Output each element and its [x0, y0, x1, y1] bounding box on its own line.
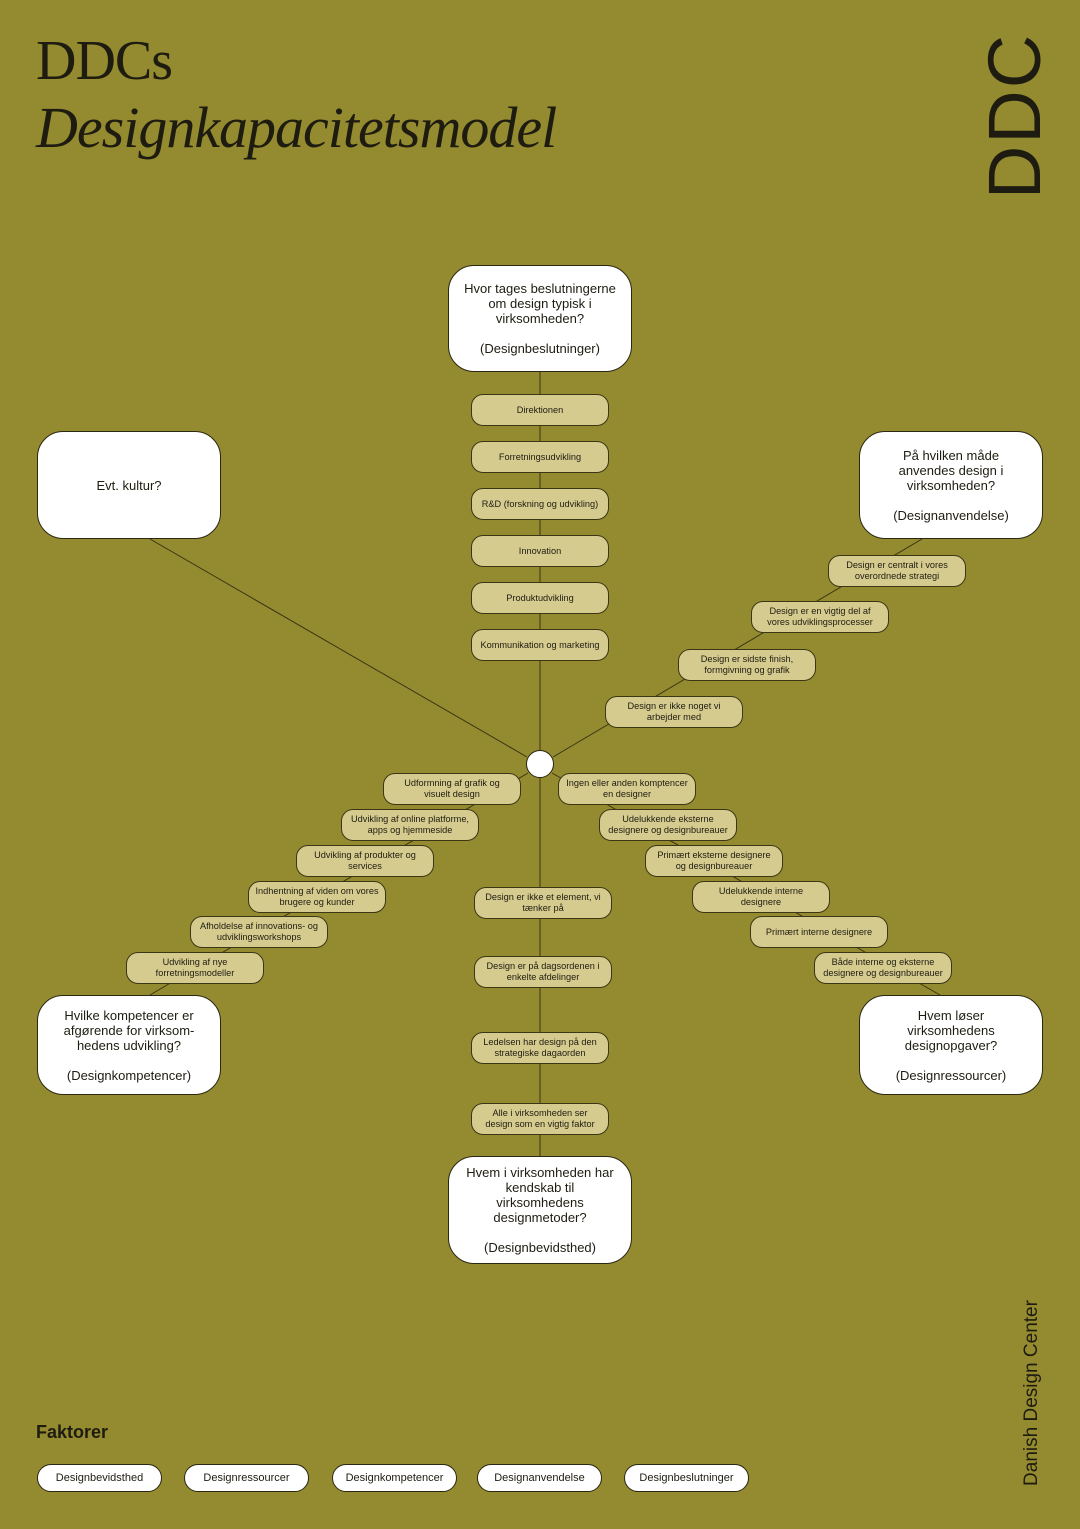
question-text: På hvilken måde anvendes design i virkso…: [898, 447, 1004, 493]
factor-tag: Designanvendelse: [477, 1464, 602, 1492]
level-pill: Ledelsen har design på den strategiske d…: [471, 1032, 609, 1064]
level-pill: Design er centralt i vores overordnede s…: [828, 555, 966, 587]
factor-tag: Designbevidsthed: [37, 1464, 162, 1492]
level-pill: Udelukkende eksterne designere og design…: [599, 809, 737, 841]
question-designkompetencer: Hvilke kompetencer er afgørende for virk…: [37, 995, 221, 1095]
title-line-1: DDCs: [36, 30, 173, 92]
level-pill: Udvikling af produkter og services: [296, 845, 434, 877]
question-designressourcer: Hvem løser virksomhedens designopgaver? …: [859, 995, 1043, 1095]
question-designbevidsthed: Hvem i virksomheden har kendskab til vir…: [448, 1156, 632, 1264]
level-pill: Kommunikation og marketing: [471, 629, 609, 661]
question-text: Hvor tages beslutningerne om design typi…: [464, 281, 616, 326]
level-pill: Både interne og eksterne designere og de…: [814, 952, 952, 984]
question-text: Hvilke kompetencer er afgørende for virk…: [63, 1007, 195, 1053]
level-pill: R&D (forskning og udvikling): [471, 488, 609, 520]
level-pill: Design er ikke et element, vi tænker på: [474, 887, 612, 919]
question-category: (Designressourcer): [895, 1067, 1007, 1083]
level-pill: Afholdelse af innovations- og udviklings…: [190, 916, 328, 948]
level-pill: Design er sidste finish, formgivning og …: [678, 649, 816, 681]
level-pill: Primært interne designere: [750, 916, 888, 948]
level-pill: Udelukkende interne designere: [692, 881, 830, 913]
question-category: (Designbeslutninger): [480, 341, 600, 356]
question-category: (Designbevidsthed): [483, 1240, 596, 1255]
center-hub: [526, 750, 554, 778]
factor-tag: Designbeslutninger: [624, 1464, 749, 1492]
level-pill: Udvikling af online platforme, apps og h…: [341, 809, 479, 841]
factors-heading: Faktorer: [36, 1422, 109, 1442]
level-pill: Primært eksterne designere og designbure…: [645, 845, 783, 877]
question-category: (Designkompetencer): [66, 1067, 192, 1083]
level-pill: Design er på dagsordenen i enkelte afdel…: [474, 956, 612, 988]
factor-tag: Designressourcer: [184, 1464, 309, 1492]
level-pill: Indhentning af viden om vores brugere og…: [248, 881, 386, 913]
question-text: Hvem i virksomheden har kendskab til vir…: [466, 1165, 614, 1225]
factor-tag: Designkompetencer: [332, 1464, 457, 1492]
level-pill: Produktudvikling: [471, 582, 609, 614]
level-pill: Forretningsudvikling: [471, 441, 609, 473]
question-text: Evt. kultur?: [96, 477, 162, 493]
question-category: (Designanvendelse): [893, 507, 1009, 523]
level-pill: Alle i virksomheden ser design som en vi…: [471, 1103, 609, 1135]
question-designbeslutninger: Hvor tages beslutningerne om design typi…: [448, 265, 632, 372]
title-line-2: Designkapacitetsmodel: [36, 95, 557, 160]
level-pill: Udformning af grafik og visuelt design: [383, 773, 521, 805]
level-pill: Direktionen: [471, 394, 609, 426]
question-kultur: Evt. kultur?: [37, 431, 221, 539]
question-designanvendelse: På hvilken måde anvendes design i virkso…: [859, 431, 1043, 539]
level-pill: Innovation: [471, 535, 609, 567]
level-pill: Design er en vigtig del af vores udvikli…: [751, 601, 889, 633]
level-pill: Design er ikke noget vi arbejder med: [605, 696, 743, 728]
connector-upper-left: [149, 538, 528, 758]
question-text: Hvem løser virksomhedens designopgaver?: [904, 1007, 998, 1053]
level-pill: Udvikling af nye forretningsmodeller: [126, 952, 264, 984]
level-pill: Ingen eller anden komptencer en designer: [558, 773, 696, 805]
